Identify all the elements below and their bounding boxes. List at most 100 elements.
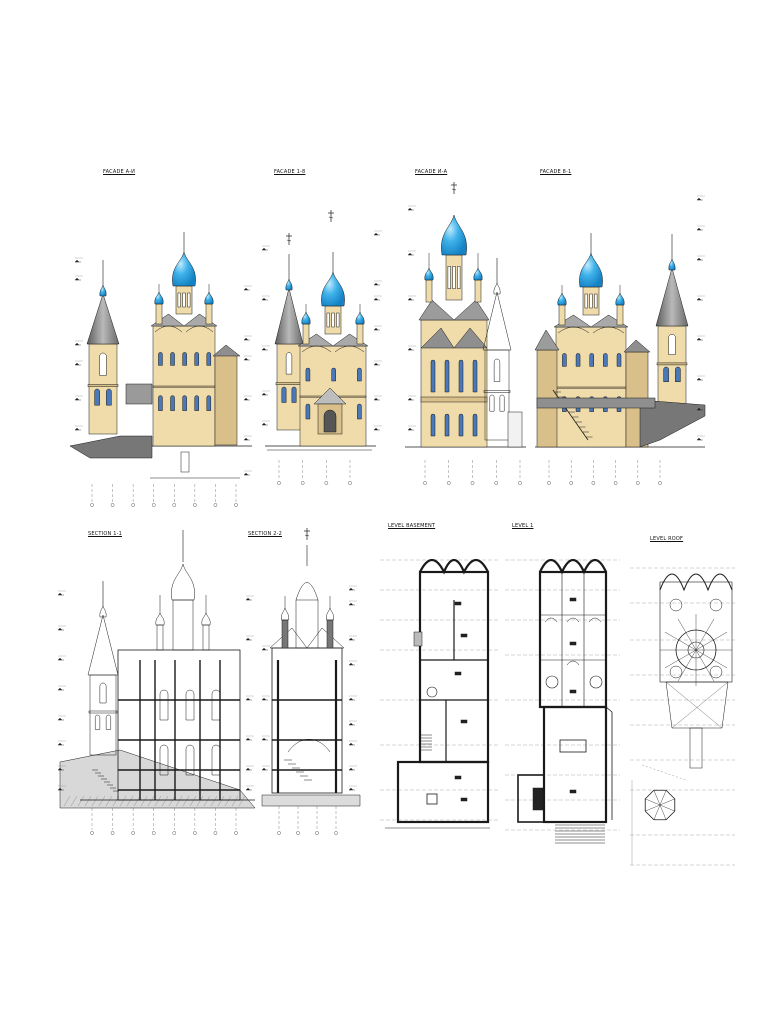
hatch <box>210 795 218 807</box>
plan-level1 <box>505 558 620 844</box>
hatch <box>98 795 106 807</box>
terrace <box>536 397 656 409</box>
level-tick <box>373 397 379 401</box>
level-tick <box>261 392 267 396</box>
level-tick <box>348 787 354 791</box>
arched-window <box>170 352 175 366</box>
drum-window <box>187 292 191 308</box>
axis-bubble <box>300 481 305 485</box>
arched-window <box>185 689 195 721</box>
level-tick <box>261 767 267 771</box>
level-tick <box>261 422 267 426</box>
room-tag <box>569 641 577 646</box>
tower-ridge <box>653 790 661 806</box>
drum-window <box>589 293 593 309</box>
room-tag <box>454 775 462 780</box>
level-tick <box>348 767 354 771</box>
facades-group <box>69 182 706 507</box>
onion-dome <box>99 605 107 618</box>
level-tick <box>74 342 80 346</box>
arched-window <box>305 367 311 382</box>
arched-window <box>444 413 450 437</box>
drum-window <box>177 292 181 308</box>
level-tick <box>261 647 267 651</box>
roof-ridge <box>695 631 728 651</box>
onion-dome <box>355 311 365 325</box>
roof-ridge <box>695 649 715 682</box>
axis-bubble <box>636 481 640 485</box>
plan-roof <box>630 567 735 866</box>
arched-window <box>105 714 112 730</box>
bell-tower <box>484 349 510 441</box>
axis-bubble <box>172 831 177 835</box>
small-drum <box>326 619 334 649</box>
room-tag <box>460 719 468 724</box>
axis-bubble <box>315 831 319 835</box>
roof-ridge <box>677 649 697 682</box>
zakomara-arch <box>301 345 332 353</box>
terrain-slope <box>69 435 153 459</box>
level-tick <box>696 257 702 261</box>
annex-roof <box>623 339 651 353</box>
small-drum <box>155 303 163 325</box>
level-tick <box>74 277 80 281</box>
lower-gables <box>420 327 488 349</box>
arched-window <box>668 334 676 355</box>
roof-gables <box>150 313 218 327</box>
arched-window <box>185 744 195 776</box>
onion-dome <box>668 258 676 271</box>
stair-hatch <box>532 787 544 811</box>
roof-ridge <box>664 649 697 669</box>
plan-basement <box>380 558 498 829</box>
tower-ridge <box>659 798 675 806</box>
roof-ridge <box>677 618 697 651</box>
level-tick <box>407 397 413 401</box>
vault-arc <box>588 617 602 623</box>
level-tick <box>261 347 267 351</box>
tower-cornice <box>275 382 303 385</box>
level-tick <box>74 259 80 263</box>
vault-arc <box>566 617 580 623</box>
hatch <box>168 795 176 807</box>
tower-spire <box>274 287 304 345</box>
hatch <box>91 795 99 807</box>
level-tick <box>696 297 702 301</box>
level-tick <box>243 337 249 341</box>
plans-group <box>380 558 735 866</box>
drum-window <box>584 293 588 309</box>
axis-bubble <box>90 831 94 835</box>
hatch <box>119 795 127 807</box>
entrance-door <box>180 451 190 473</box>
level-tick <box>348 602 354 606</box>
hatch <box>70 795 78 807</box>
tower-cornice <box>87 384 119 387</box>
axis-bubble <box>277 831 281 835</box>
small-dome-plan <box>709 598 723 612</box>
arched-window <box>211 744 221 776</box>
onion-dome <box>99 284 107 297</box>
roof-gables <box>553 314 629 328</box>
hatch <box>238 795 246 807</box>
axis-bubble <box>110 831 115 835</box>
axis-bubble <box>613 481 618 485</box>
onion-dome <box>204 291 214 305</box>
room-tag <box>460 633 468 638</box>
drum-window <box>594 293 598 309</box>
level-tick <box>373 362 379 366</box>
valley <box>671 681 729 729</box>
hatch <box>63 795 71 807</box>
arched-window <box>357 367 362 382</box>
stair-block <box>507 411 523 448</box>
hatch <box>189 795 197 807</box>
onion-dome <box>201 612 211 626</box>
hatch <box>224 795 232 807</box>
facade-i-title: FACADE И-А <box>415 169 448 175</box>
level-tick <box>57 742 63 746</box>
hatch <box>175 795 183 807</box>
level-tick <box>373 327 379 331</box>
stair-block <box>413 631 423 647</box>
small-dome-plan <box>709 665 723 679</box>
section-2 <box>261 528 361 835</box>
level-tick <box>696 437 702 441</box>
hatch <box>140 795 148 807</box>
